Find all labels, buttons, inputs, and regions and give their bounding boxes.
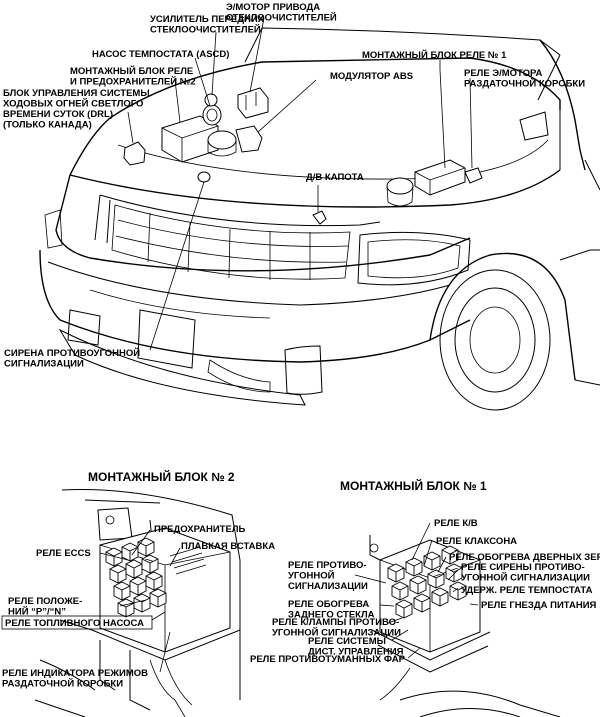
label-fuel-pump-relay: РЕЛЕ ТОПЛИВНОГО НАСОСА [5,618,144,629]
label-pn-relay: РЕЛЕ ПОЛОЖЕ-НИЙ “P”/“N” [8,596,82,618]
relay-cube [133,593,151,613]
relay-cube [441,545,459,565]
relay-cube [431,587,449,607]
relay-cube [423,551,441,571]
relay-block-1-part [414,159,466,196]
label-eccs-relay: РЕЛЕ ECCS [36,548,91,559]
label-power-socket-relay: РЕЛЕ ГНЕЗДА ПИТАНИЯ [481,600,597,611]
block1-title: МОНТАЖНЫЙ БЛОК № 1 [340,478,487,493]
label-abs-modulator: МОДУЛЯТОР ABS [330,71,413,82]
car-illustration [39,27,600,411]
label-ac-relay: РЕЛЕ К/В [434,518,478,529]
label-ascd-pump: НАСОС ТЕМПОСТАТА (ASCD) [92,49,229,60]
block2-labels: ПРЕДОХРАНИТЕЛЬ ПЛАВКАЯ ВСТАВКА РЕЛЕ ECCS… [1,524,275,690]
block1-illustration [369,535,561,717]
relay-cube [129,576,147,596]
block2-title: МОНТАЖНЫЙ БЛОК № 2 [88,469,235,484]
label-fog-relay: РЕЛЕ ПРОТИВОТУМАННЫХ ФАР [250,654,406,665]
label-fuse: ПРЕДОХРАНИТЕЛЬ [154,524,245,535]
relay-cube [387,563,405,583]
hood-sensor-part [312,210,327,225]
car-leader-lines [127,17,473,351]
relay-cube [145,571,163,591]
relay-cube [109,564,127,584]
label-alarm-lamp-relay: РЕЛЕ К/ЛАМПЫ ПРОТИВО-УГОННОЙ СИГНАЛИЗАЦИ… [272,617,401,639]
label-ascd-hold-relay: УДЕРЖ. РЕЛЕ ТЕМПОСТАТА [461,585,593,596]
relay-cube [409,575,427,595]
relay-cube [405,557,423,577]
block1-labels: РЕЛЕ К/В РЕЛЕ КЛАКСОНА РЕЛЕ ОБОГРЕВА ДВЕ… [250,518,600,665]
label-horn-relay: РЕЛЕ КЛАКСОНА [436,536,517,547]
drl-unit-part [123,141,146,166]
label-fusible-link: ПЛАВКАЯ ВСТАВКА [181,541,275,552]
relay-cube [449,581,467,601]
relay-cube [413,593,431,613]
block2-leader-lines [99,529,181,673]
label-mirror-heat-relay: РЕЛЕ ОБОГРЕВА ДВЕРНЫХ ЗЕРКАЛ [449,552,600,563]
relay-cube [121,542,139,562]
label-hood-sensor: Д/В КАПОТА [306,172,364,183]
relay-cube [149,588,167,608]
relay-cube [105,547,123,567]
relay-cube [395,599,413,619]
block2-illustration [34,489,241,717]
block1-leader-lines [354,522,479,659]
relay-cube [137,537,155,557]
relay-cube [391,581,409,601]
relay-cube [117,598,135,618]
relay-cube [427,569,445,589]
relay-cube [141,554,159,574]
engine-components [123,87,483,225]
relay-cube [125,559,143,579]
transfer-relay-part [464,167,483,184]
abs-modulator-part [235,125,263,153]
label-alarm-siren-relay: РЕЛЕ СИРЕНЫ ПРОТИВО-УГОННОЙ СИГНАЛИЗАЦИИ [461,562,590,584]
relay-cube [113,581,131,601]
alarm-siren-part [197,171,211,183]
fuel-pump-relay-frame [1,615,153,630]
wiper-motor-part [237,87,269,119]
relay-block-2-part [161,115,219,163]
label-relay-block-1: МОНТАЖНЫЙ БЛОК РЕЛЕ № 1 [362,49,507,61]
